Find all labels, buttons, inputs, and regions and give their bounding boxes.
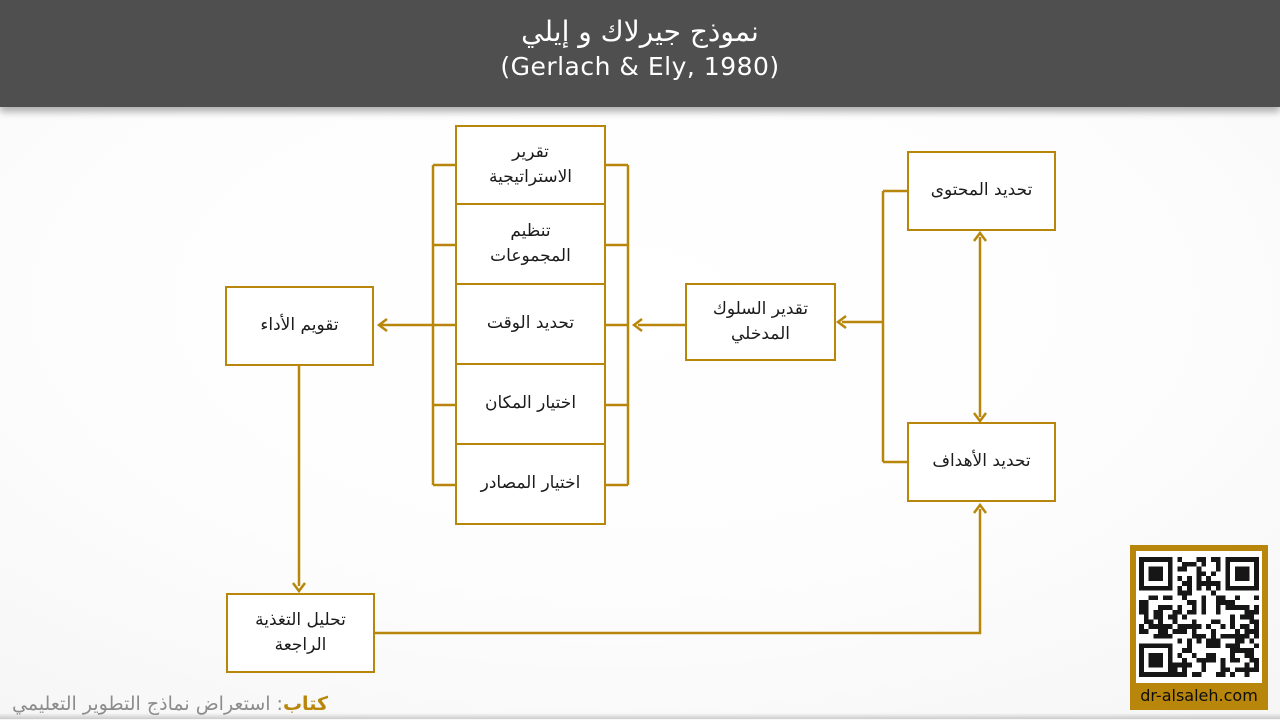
book-reference: كتاب: استعراض نماذج التطوير التعليمي <box>12 693 328 715</box>
qr-code-background <box>1136 551 1262 683</box>
box-groups: تنظيم المجموعات <box>455 205 606 285</box>
qr-code <box>1139 557 1259 677</box>
box-evaluation-label: تقويم الأداء <box>260 315 339 336</box>
qr-card: dr-alsaleh.com <box>1130 545 1268 710</box>
box-feedback-label: تحليل التغذية الراجعة <box>255 609 346 656</box>
arrowhead-down-to-objectives <box>973 412 987 424</box>
box-time: تحديد الوقت <box>455 285 606 365</box>
arrowhead-up-to-content <box>973 230 987 242</box>
arrowhead-to-evaluation <box>376 318 388 332</box>
box-content: تحديد المحتوى <box>907 151 1056 231</box>
box-strategy: تقرير الاستراتيجية <box>455 125 606 205</box>
slide-title-arabic: نموذج جيرلاك و إيلي <box>521 15 759 48</box>
arrowhead-to-entry-behavior <box>835 315 847 329</box>
book-reference-title: : استعراض نماذج التطوير التعليمي <box>12 693 283 715</box>
box-groups-label: تنظيم المجموعات <box>490 220 571 267</box>
title-bar: نموذج جيرلاك و إيلي (Gerlach & Ely, 1980… <box>0 0 1280 107</box>
box-strategy-label: تقرير الاستراتيجية <box>489 141 572 188</box>
arrowhead-to-stack <box>631 318 643 332</box>
box-content-label: تحديد المحتوى <box>930 180 1033 201</box>
box-entry-behavior-label: تقدير السلوك المدخلي <box>712 298 809 345</box>
box-objectives-label: تحديد الأهداف <box>932 451 1031 472</box>
box-evaluation: تقويم الأداء <box>225 286 374 366</box>
box-time-label: تحديد الوقت <box>486 313 575 334</box>
slide-title-english: (Gerlach & Ely, 1980) <box>500 52 780 81</box>
box-resources: اختيار المصادر <box>455 445 606 525</box>
box-feedback: تحليل التغذية الراجعة <box>226 593 375 673</box>
book-reference-label: كتاب <box>282 693 329 715</box>
arrowhead-down-to-feedback <box>292 582 306 594</box>
qr-caption: dr-alsaleh.com <box>1140 686 1258 705</box>
arrowhead-up-to-objectives <box>973 502 987 514</box>
box-entry-behavior: تقدير السلوك المدخلي <box>685 283 836 361</box>
box-place-label: اختيار المكان <box>484 393 577 414</box>
box-place: اختيار المكان <box>455 365 606 445</box>
slide-bottom-shadow <box>0 713 1280 719</box>
box-resources-label: اختيار المصادر <box>480 473 581 494</box>
box-objectives: تحديد الأهداف <box>907 422 1056 502</box>
